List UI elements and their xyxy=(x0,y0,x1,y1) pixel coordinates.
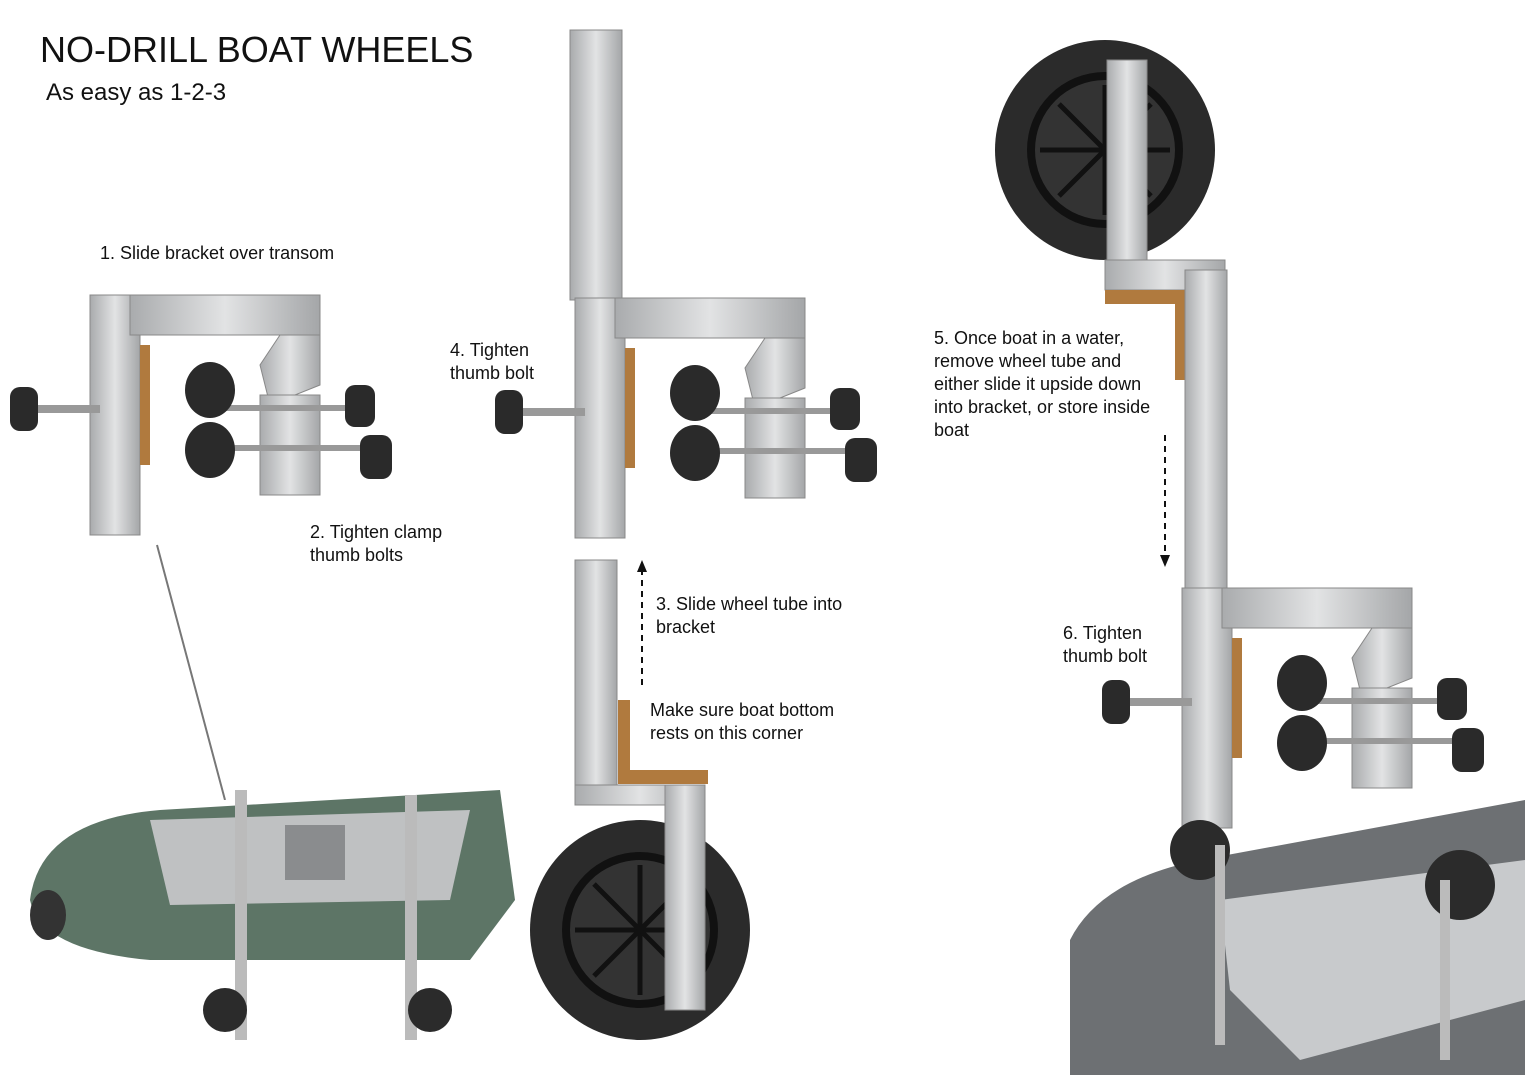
page-subtitle: As easy as 1-2-3 xyxy=(46,79,227,106)
pointer-arrow xyxy=(156,544,226,801)
step-6-label: 6. Tighten thumb bolt xyxy=(1063,623,1148,666)
boat-gray xyxy=(1070,800,1525,1075)
step-1-label: 1. Slide bracket over transom xyxy=(100,243,335,263)
step-3-label: 3. Slide wheel tube into bracket xyxy=(656,594,843,637)
step-5-label: 5. Once boat in a water, remove wheel tu… xyxy=(934,328,1151,440)
bracket-step6 xyxy=(1101,587,1485,829)
step-4-label: 4. Tighten thumb bolt xyxy=(450,340,535,383)
wheel-tube-middle xyxy=(530,29,750,1040)
bracket-step1 xyxy=(9,294,393,536)
step-2-label: 2. Tighten clamp thumb bolts xyxy=(310,522,443,565)
boat-green xyxy=(0,790,515,1070)
bracket-step4 xyxy=(494,297,878,539)
wheel-tube-right xyxy=(995,40,1228,591)
page-title: NO-DRILL BOAT WHEELS xyxy=(40,29,474,70)
corner-note: Make sure boat bottom rests on this corn… xyxy=(650,700,835,743)
